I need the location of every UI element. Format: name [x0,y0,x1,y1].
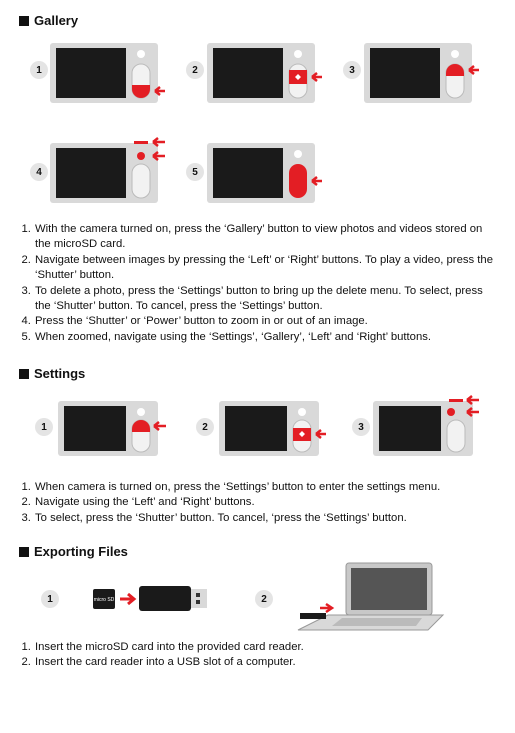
step-number: 5 [186,163,204,181]
gallery-instructions: With the camera turned on, press the ‘Ga… [0,222,499,345]
instruction: When camera is turned on, press the ‘Set… [34,480,499,495]
section-heading-gallery: Gallery [19,13,78,28]
instruction: Insert the card reader into a USB slot o… [34,655,499,670]
camera-illustration [50,137,165,203]
section-heading-settings: Settings [19,366,85,381]
instruction: Press the ‘Shutter’ or ‘Power’ button to… [34,314,499,329]
sd-card-logo: micro SD [94,597,115,603]
step-number: 1 [41,590,59,608]
step-number: 2 [196,418,214,436]
instruction: When zoomed, navigate using the ‘Setting… [34,330,499,345]
step-number: 1 [35,418,53,436]
step-number: 3 [352,418,370,436]
step-number: 2 [186,61,204,79]
camera-illustration [373,395,479,456]
heading-bullet [19,368,29,379]
settings-title: Settings [34,366,86,381]
card-reader-illustration: micro SD [93,586,207,611]
camera-illustration [219,401,326,456]
camera-illustration [207,43,322,103]
step-number: 1 [30,61,48,79]
exporting-instructions: Insert the microSD card into the provide… [0,640,499,671]
camera-illustration [58,401,166,456]
camera-illustration [50,43,165,103]
instruction: With the camera turned on, press the ‘Ga… [34,222,499,253]
section-heading-exporting: Exporting Files [19,544,128,559]
instruction: To delete a photo, press the ‘Settings’ … [34,284,499,315]
heading-bullet [19,546,29,557]
step-number: 3 [343,61,361,79]
camera-illustration [364,43,479,103]
laptop-illustration [297,562,445,631]
heading-bullet [19,15,29,26]
step-number: 2 [255,590,273,608]
instruction: Insert the microSD card into the provide… [34,640,499,655]
instruction: Navigate between images by pressing the … [34,253,499,284]
step-number: 4 [30,163,48,181]
camera-illustration [207,143,322,203]
instruction: To select, press the ‘Shutter’ button. T… [34,511,499,526]
gallery-title: Gallery [34,13,79,28]
exporting-title: Exporting Files [34,544,128,559]
instruction: Navigate using the ‘Left’ and ‘Right’ bu… [34,495,499,510]
settings-instructions: When camera is turned on, press the ‘Set… [0,480,499,526]
